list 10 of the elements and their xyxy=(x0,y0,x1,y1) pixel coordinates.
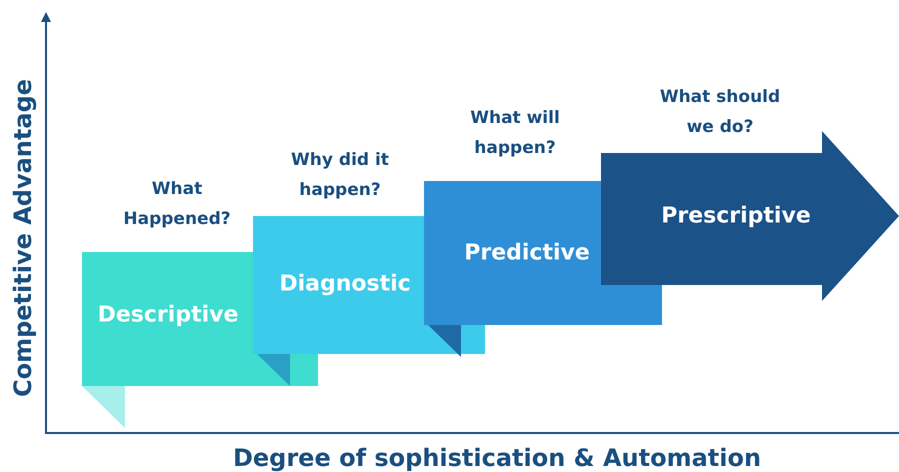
stage-label: Predictive xyxy=(464,240,590,266)
stage-label: Descriptive xyxy=(98,302,238,328)
axis-title: Degree of sophistication & Automation xyxy=(232,444,762,472)
question-label: What should we do? xyxy=(658,86,782,139)
question-label: Why did it happen? xyxy=(290,149,390,202)
question-label: What Happened? xyxy=(122,178,232,231)
question-label: What will happen? xyxy=(469,107,561,160)
stage-label: Prescriptive xyxy=(661,204,811,228)
stage-label: Diagnostic xyxy=(279,272,411,296)
axis-title: Competitive Advantage xyxy=(9,78,37,398)
